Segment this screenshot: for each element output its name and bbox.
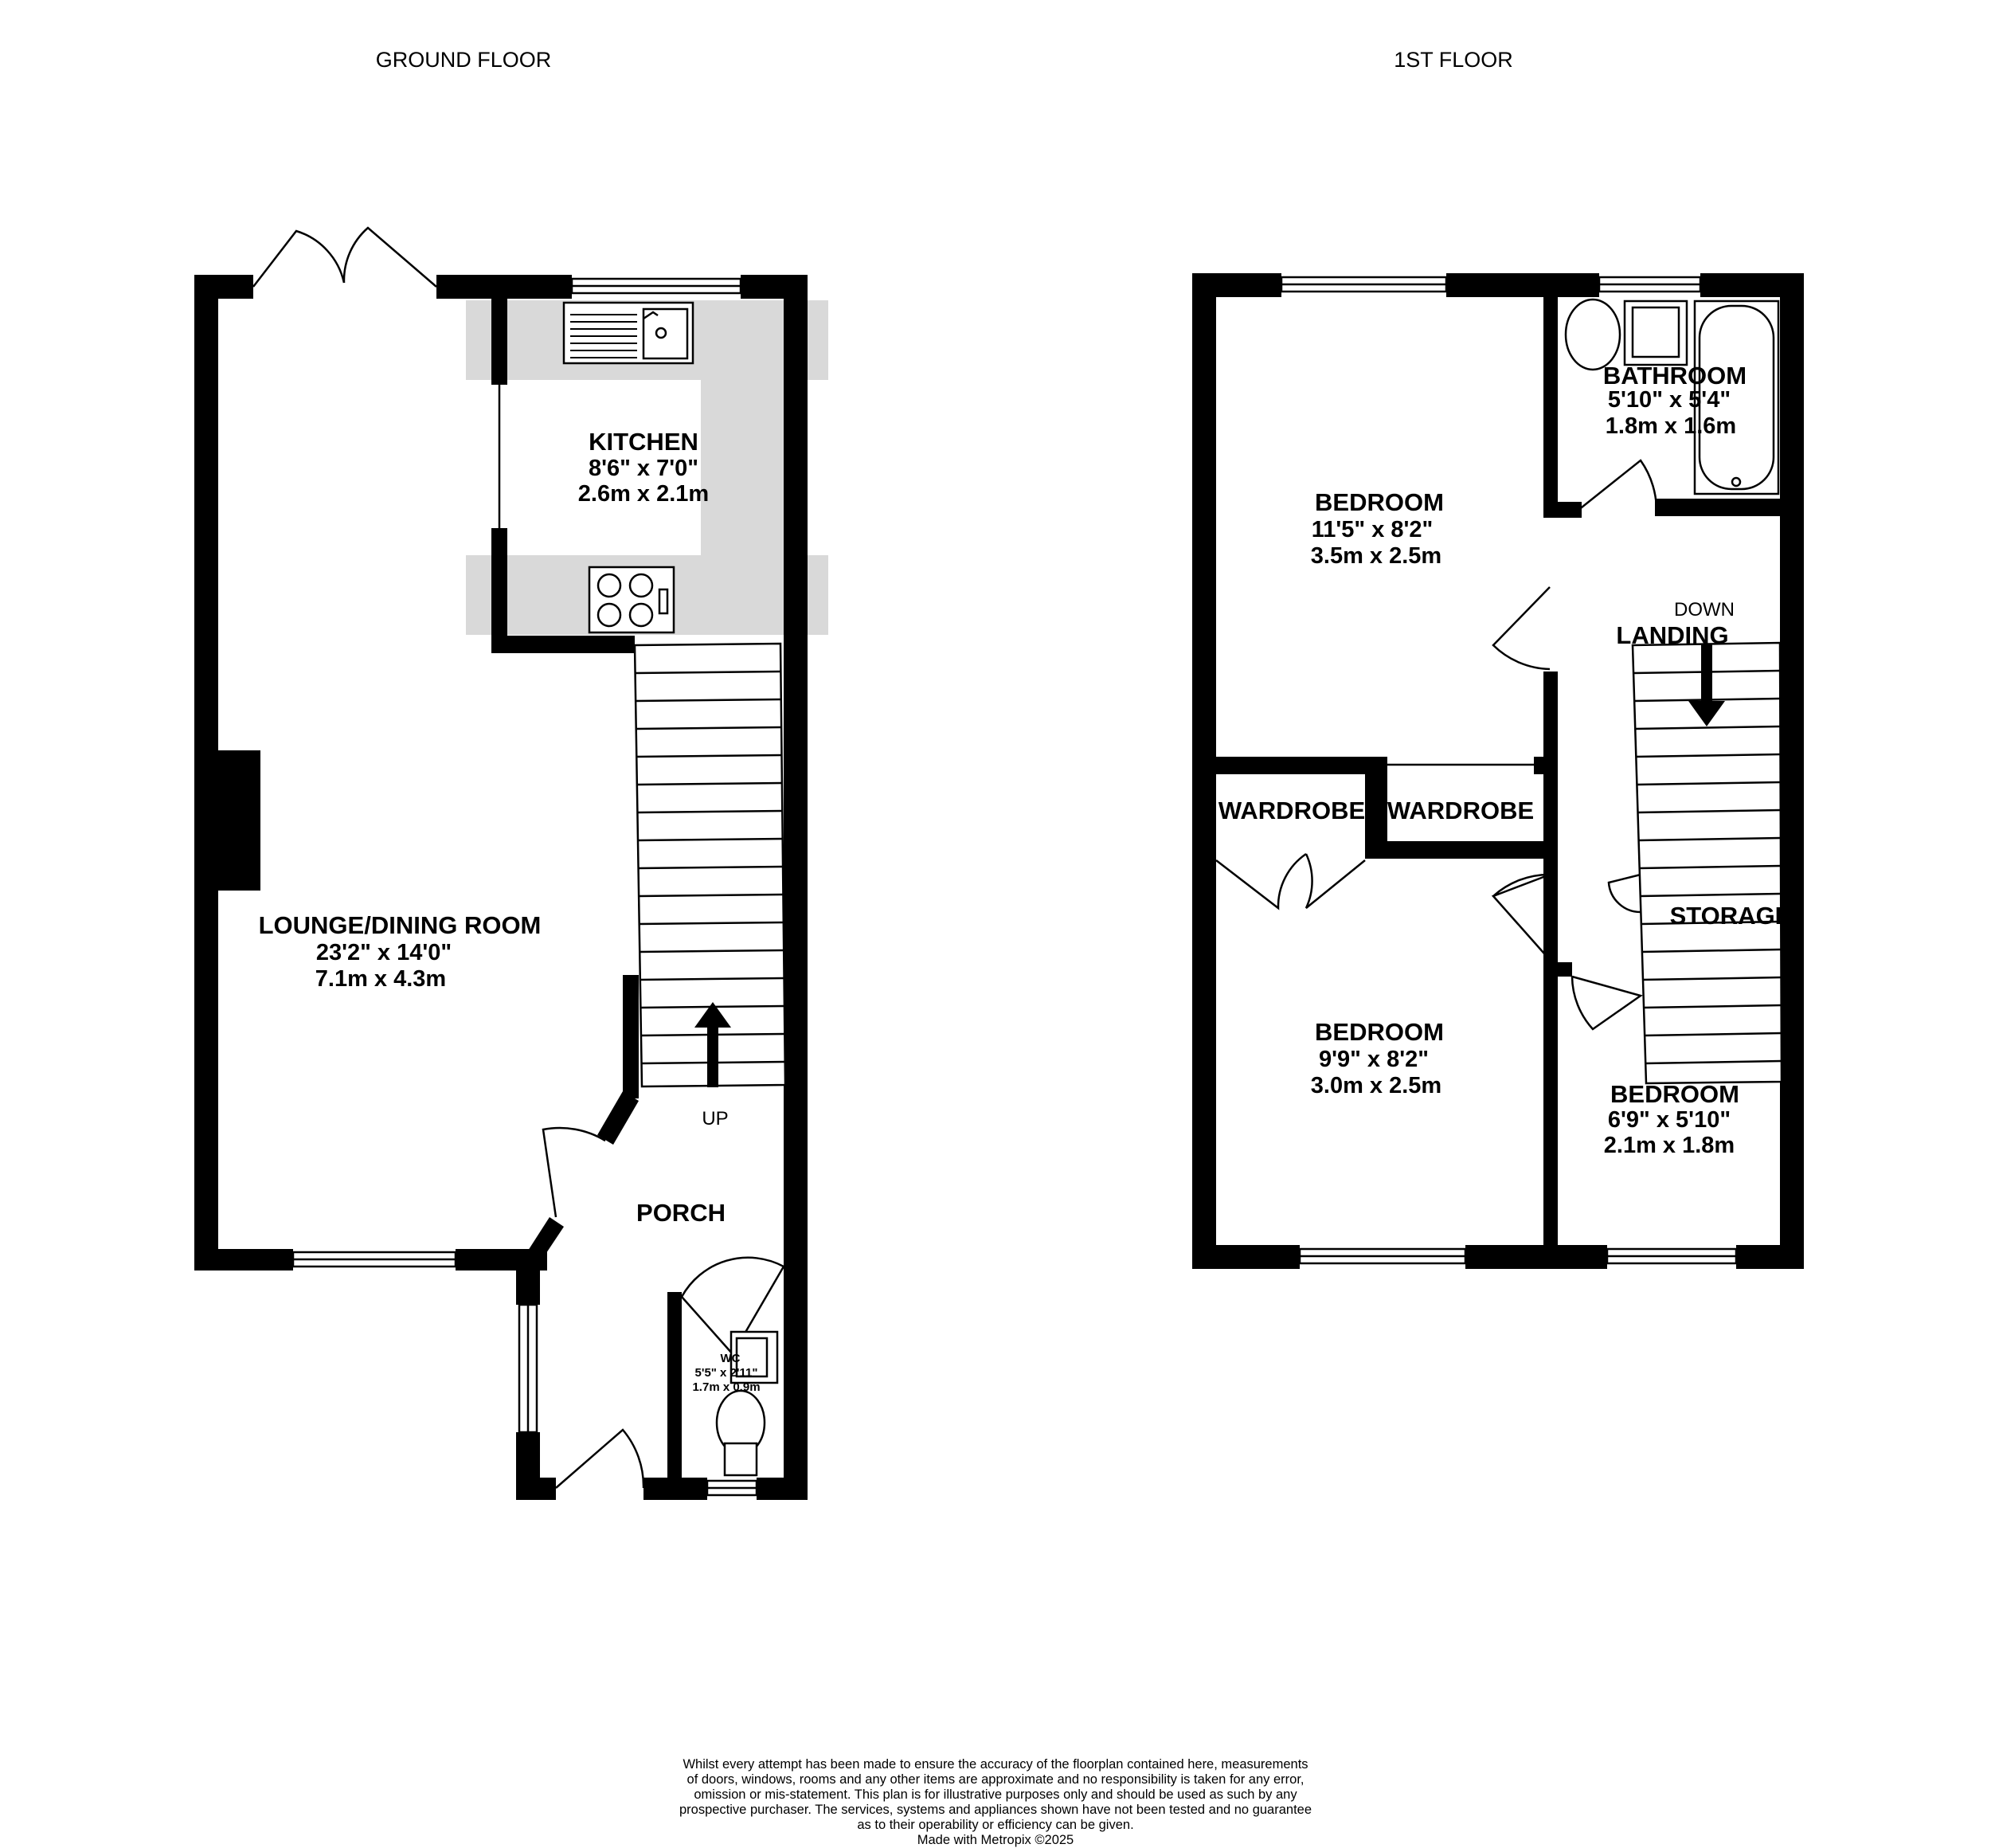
- lounge-door: [542, 1126, 606, 1218]
- wall: [1543, 671, 1558, 1251]
- bath-icon: [1693, 300, 1780, 495]
- ground-floor-plan: [194, 226, 828, 1500]
- wall: [1543, 502, 1582, 518]
- basin-icon: [1623, 300, 1688, 366]
- wall: [597, 1091, 639, 1145]
- wc-dim-imperial: 5'5" x 2'11": [695, 1366, 758, 1380]
- wall: [491, 636, 635, 653]
- lounge-label: LOUNGE/DINING ROOM: [259, 911, 542, 939]
- disclaimer-line: Made with Metropix ©2025: [917, 1833, 1074, 1847]
- bedroom1-door: [1492, 586, 1551, 671]
- disclaimer-line: Whilst every attempt has been made to en…: [683, 1757, 1308, 1772]
- storage-label: STORAGE: [1670, 902, 1792, 930]
- bedroom3-door: [1571, 975, 1643, 1031]
- landing-label: LANDING: [1616, 621, 1728, 649]
- sink-icon: [562, 301, 694, 365]
- first-floor-title: 1ST FLOOR: [1394, 48, 1513, 72]
- bedroom3-dim-metric: 2.1m x 1.8m: [1604, 1133, 1735, 1158]
- wall: [623, 975, 639, 1098]
- ground-stairs: [633, 642, 787, 1088]
- wall: [1216, 757, 1365, 774]
- wardrobe2-label: WARDROBE: [1387, 797, 1534, 824]
- disclaimer-line: as to their operability or efficiency ca…: [857, 1818, 1134, 1832]
- lounge-dim-metric: 7.1m x 4.3m: [315, 966, 446, 992]
- stairs-up-arrow-icon: [694, 1002, 731, 1087]
- wall: [1446, 273, 1599, 297]
- bedroom2-label: BEDROOM: [1315, 1018, 1444, 1046]
- lounge-dim-imperial: 23'2" x 14'0": [316, 940, 452, 965]
- bedroom3-label: BEDROOM: [1610, 1080, 1739, 1108]
- wall: [194, 275, 218, 1270]
- wc-dim-metric: 1.7m x 0.9m: [692, 1380, 760, 1394]
- french-door-left: [252, 229, 346, 288]
- porch-label: PORCH: [636, 1199, 726, 1227]
- first-stairs: [1631, 641, 1783, 1085]
- wall: [1543, 297, 1558, 514]
- wall: [1365, 757, 1387, 854]
- bedroom2-door: [1491, 873, 1551, 961]
- wall: [757, 1478, 808, 1500]
- wall: [1543, 852, 1558, 875]
- kitchen-label: KITCHEN: [589, 428, 698, 456]
- bedroom2-dim-metric: 3.0m x 2.5m: [1311, 1073, 1441, 1098]
- bedroom3-dim-imperial: 6'9" x 5'10": [1608, 1107, 1731, 1133]
- bathroom-door: [1573, 459, 1658, 515]
- kitchen-dim-metric: 2.6m x 2.1m: [578, 481, 709, 507]
- wardrobe-door-right: [1305, 853, 1366, 909]
- wall: [784, 275, 808, 1500]
- chimney-breast: [218, 750, 260, 891]
- first-floor-plan: [1192, 273, 1804, 1269]
- wall: [1780, 273, 1804, 1269]
- bedroom1-dim-imperial: 11'5" x 8'2": [1312, 517, 1434, 542]
- bedroom1-label: BEDROOM: [1315, 488, 1444, 516]
- wc-wall: [667, 1292, 682, 1500]
- wall: [194, 1249, 293, 1270]
- wall: [1192, 1245, 1300, 1269]
- front-door: [555, 1428, 645, 1489]
- bedroom2-dim-imperial: 9'9" x 8'2": [1319, 1047, 1429, 1072]
- disclaimer-line: omission or mis-statement. This plan is …: [694, 1787, 1297, 1802]
- wall: [1192, 273, 1216, 1269]
- kitchen-dim-imperial: 8'6" x 7'0": [589, 456, 698, 481]
- wc-door: [680, 1256, 784, 1355]
- disclaimer-line: of doors, windows, rooms and any other i…: [686, 1772, 1305, 1787]
- wall: [1534, 757, 1558, 774]
- wall: [1465, 1245, 1607, 1269]
- french-door-right: [342, 226, 437, 288]
- stairs-down-label: DOWN: [1674, 599, 1735, 621]
- wardrobe1-label: WARDROBE: [1218, 797, 1365, 824]
- wall: [491, 299, 507, 385]
- wall: [491, 528, 507, 653]
- wardrobe-door-left: [1215, 852, 1307, 910]
- wall: [516, 1249, 540, 1305]
- toilet-icon: [1564, 298, 1621, 371]
- stairs-down-arrow-icon: [1688, 644, 1725, 726]
- wall: [1655, 499, 1780, 516]
- wc-basin-icon: [730, 1330, 779, 1384]
- wall: [1365, 841, 1558, 859]
- wc-label: WC: [721, 1352, 741, 1365]
- stairs-up-label: UP: [702, 1108, 728, 1130]
- storage-door: [1607, 873, 1641, 914]
- bathroom-label: BATHROOM: [1603, 362, 1747, 390]
- wall: [436, 275, 572, 299]
- wall: [1736, 1245, 1804, 1269]
- disclaimer-line: prospective purchaser. The services, sys…: [679, 1803, 1312, 1817]
- ground-floor-title: GROUND FLOOR: [376, 48, 552, 72]
- bedroom1-dim-metric: 3.5m x 2.5m: [1311, 543, 1441, 569]
- wall: [1543, 962, 1572, 977]
- wall: [528, 1217, 564, 1260]
- bathroom-dim-imperial: 5'10" x 5'4": [1608, 387, 1731, 413]
- disclaimer-text: Whilst every attempt has been made to en…: [621, 1757, 1370, 1848]
- bathroom-dim-metric: 1.8m x 1.6m: [1606, 413, 1736, 439]
- wall: [516, 1478, 556, 1500]
